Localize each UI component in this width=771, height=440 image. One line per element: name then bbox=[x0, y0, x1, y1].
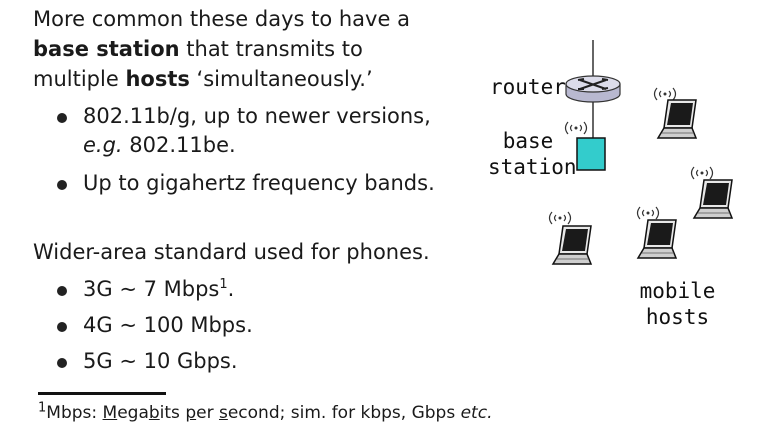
wifi-bullet-list: 802.11b/g, up to newer versions, e.g. 80… bbox=[55, 102, 435, 207]
list-item: 3G ∼ 7 Mbps1. bbox=[55, 275, 253, 304]
wireless-signal-icon bbox=[636, 206, 660, 220]
data-rate: 7 Mbps bbox=[143, 277, 220, 301]
footnote-rule bbox=[38, 392, 166, 395]
bullet-dot-icon bbox=[57, 358, 67, 368]
bullet-dot-icon bbox=[57, 286, 67, 296]
approx-symbol: ∼ bbox=[112, 277, 144, 301]
list-item: 4G ∼ 100 Mbps. bbox=[55, 311, 253, 340]
period: . bbox=[227, 277, 235, 301]
footnote-underlined-letter: b bbox=[148, 403, 160, 423]
bullet-dot-icon bbox=[57, 180, 67, 190]
mobile-hosts-label-line-2: hosts bbox=[645, 305, 710, 329]
wifi-bullet-1-italic: e.g. bbox=[83, 133, 123, 157]
intro-bold-hosts: hosts bbox=[125, 67, 190, 91]
footnote-underlined-letter: s bbox=[218, 403, 228, 423]
approx-symbol: ∼ bbox=[112, 313, 144, 337]
intro-bold-base-station: base station bbox=[33, 37, 180, 61]
list-item: Up to gigahertz frequency bands. bbox=[55, 169, 435, 198]
footnote-etc: etc. bbox=[460, 403, 493, 423]
approx-symbol: ∼ bbox=[112, 349, 144, 373]
period: . bbox=[246, 313, 253, 337]
wireless-signal-icon bbox=[564, 121, 588, 135]
laptop-icon bbox=[657, 99, 697, 139]
data-rate: 10 Gbps bbox=[143, 349, 231, 373]
generation-label: 3G bbox=[83, 277, 113, 301]
phone-bullet-list: 3G ∼ 7 Mbps1. 4G ∼ 100 Mbps. 5G ∼ 10 Gbp… bbox=[55, 275, 253, 383]
footnote-marker: 1 bbox=[219, 277, 228, 292]
footnote-underlined-letter: p bbox=[185, 403, 197, 423]
wifi-bullet-1-rest: 802.11be. bbox=[122, 133, 236, 157]
footnote-underlined-letter: M bbox=[102, 403, 118, 423]
list-item: 802.11b/g, up to newer versions, e.g. 80… bbox=[55, 102, 435, 160]
footnote-text: its bbox=[159, 403, 186, 423]
base-station-label: base station bbox=[488, 128, 577, 180]
base-station-label-line-2: station bbox=[488, 155, 577, 179]
footnote-text: ega bbox=[117, 403, 149, 423]
footnote-text: econd; sim. for kbps, Gbps bbox=[227, 403, 461, 423]
data-rate: 100 Mbps bbox=[143, 313, 247, 337]
footnote-marker: 1 bbox=[38, 400, 47, 416]
wide-area-paragraph: Wider-area standard used for phones. bbox=[33, 240, 430, 264]
intro-text-1: More common these days to have a bbox=[33, 7, 410, 31]
period: . bbox=[230, 349, 238, 373]
router-label: router bbox=[490, 75, 566, 99]
footnote-prefix: Mbps: bbox=[46, 403, 103, 423]
generation-label: 5G bbox=[83, 349, 113, 373]
list-item: 5G ∼ 10 Gbps. bbox=[55, 347, 253, 376]
mobile-hosts-label: mobile hosts bbox=[630, 278, 725, 330]
footnote-text: er bbox=[196, 403, 219, 423]
generation-label: 4G bbox=[83, 313, 113, 337]
laptop-icon bbox=[693, 179, 733, 219]
laptop-icon bbox=[552, 225, 592, 265]
wireless-signal-icon bbox=[690, 166, 714, 180]
wifi-bullet-2-text: Up to gigahertz frequency bands. bbox=[83, 171, 435, 195]
intro-text-3: ‘simultaneously.’ bbox=[189, 67, 373, 91]
base-station-label-line-1: base bbox=[502, 129, 554, 153]
router-icon bbox=[565, 75, 621, 103]
wifi-bullet-1-text: 802.11b/g, up to newer versions, bbox=[83, 104, 431, 128]
bullet-dot-icon bbox=[57, 322, 67, 332]
bullet-dot-icon bbox=[57, 113, 67, 123]
wireless-signal-icon bbox=[653, 87, 677, 101]
mobile-hosts-label-line-1: mobile bbox=[639, 279, 716, 303]
base-station-icon bbox=[576, 137, 606, 171]
laptop-icon bbox=[637, 219, 677, 259]
intro-text-2: that transmits to multiple bbox=[33, 37, 363, 91]
wireless-signal-icon bbox=[548, 211, 572, 225]
footnote: 1Mbps: Megabits per second; sim. for kbp… bbox=[38, 401, 492, 425]
intro-paragraph: More common these days to have a base st… bbox=[33, 4, 453, 94]
